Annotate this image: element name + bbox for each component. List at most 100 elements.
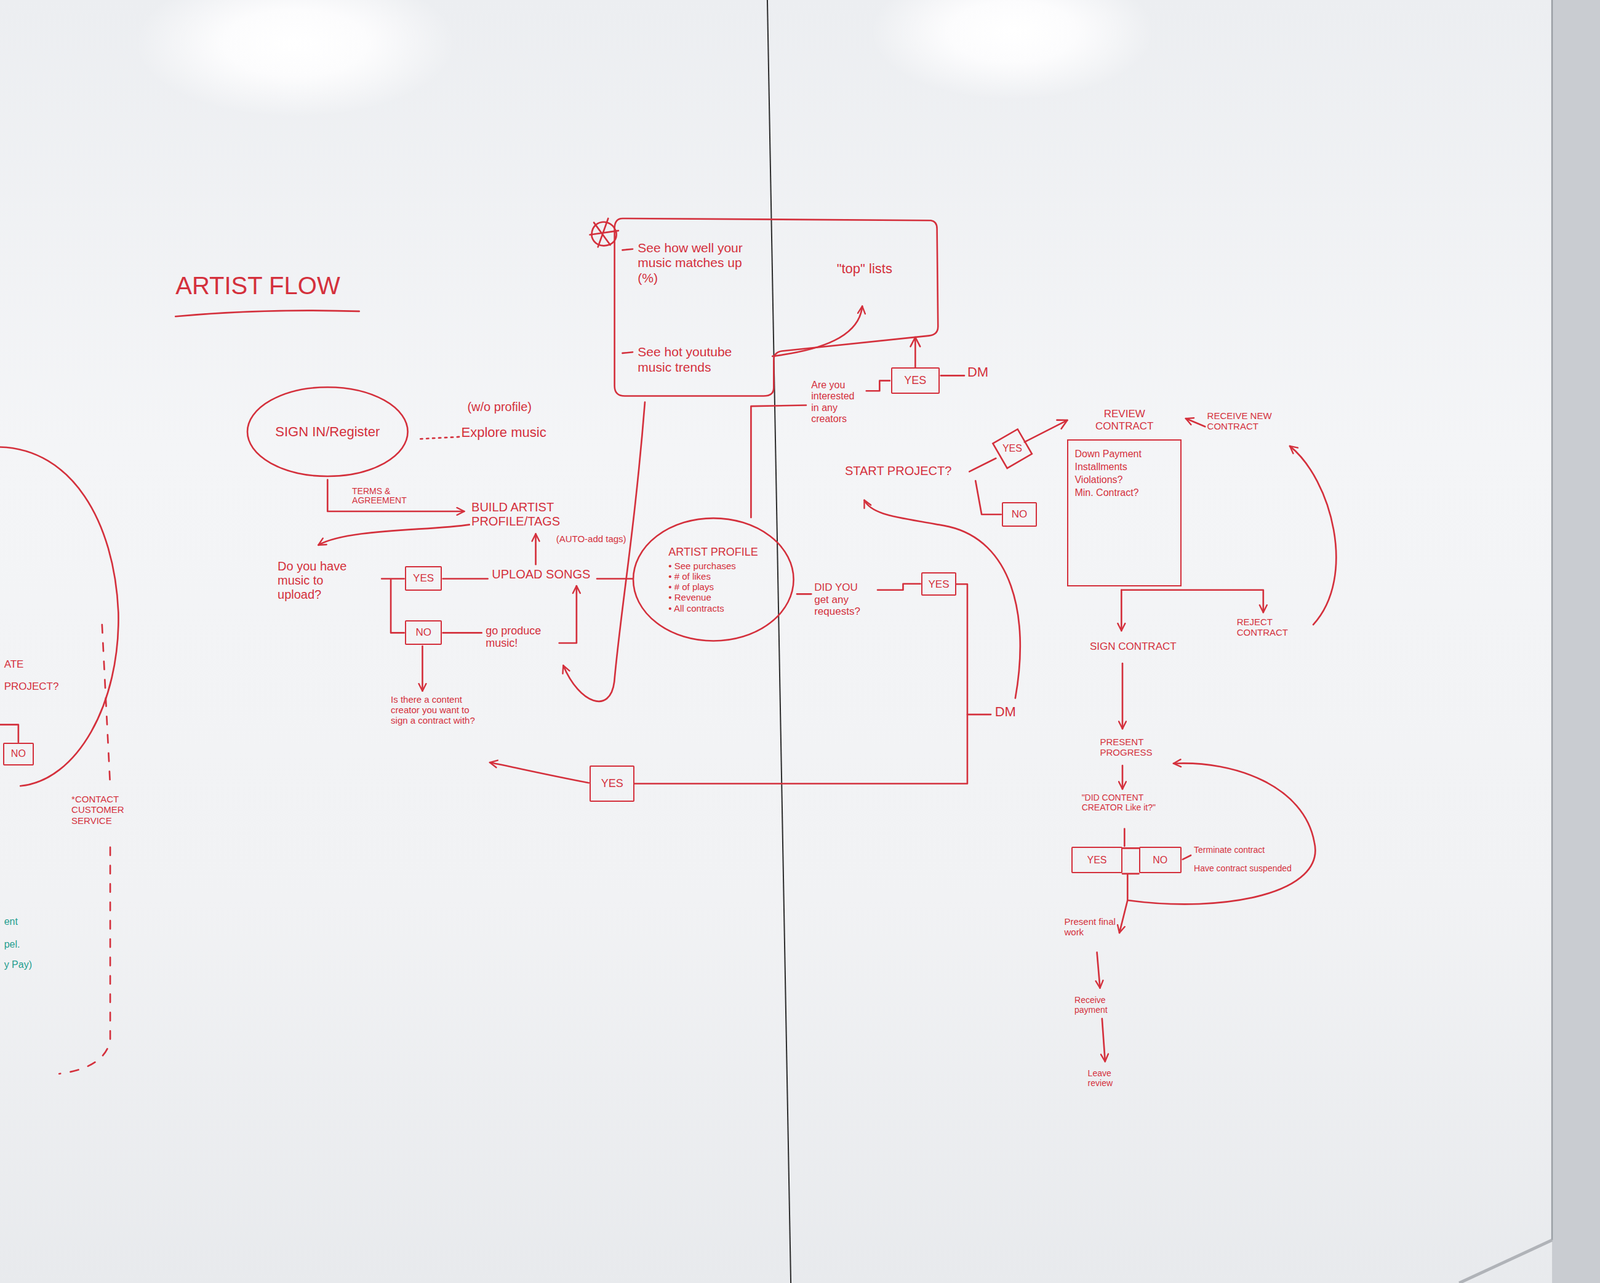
- board-frame: [1551, 0, 1553, 1240]
- flow-label: *CONTACT CUSTOMER SERVICE: [71, 793, 148, 826]
- box-text: Down Payment: [1074, 448, 1175, 461]
- flow-label: (AUTO-add tags): [556, 533, 633, 544]
- flow-label: (w/o profile): [467, 400, 532, 415]
- flow-label: BUILD ARTIST PROFILE/TAGS: [471, 500, 605, 529]
- node-text: YES: [1087, 854, 1108, 866]
- connector-line: [914, 337, 917, 368]
- contract-box: REVIEW CONTRACT Down PaymentInstallmentsV…: [1067, 408, 1182, 587]
- panel-text: See how well your music matches up (%): [637, 240, 759, 285]
- flow-arrow: [489, 762, 589, 783]
- node-text: • All contracts: [668, 603, 758, 614]
- node-content: YES: [928, 578, 949, 591]
- answer-box: YES: [589, 765, 635, 803]
- flow-label: y Pay): [4, 959, 32, 971]
- flow-label: PRESENT PROGRESS: [1100, 736, 1174, 759]
- node-text: • # of plays: [668, 581, 758, 592]
- flow-line: [796, 593, 812, 596]
- flow-label: Are you interested in any creators: [811, 379, 863, 426]
- node-content: ARTIST PROFILE• See purchases• # of like…: [668, 545, 758, 614]
- flow-label: Present final work: [1064, 916, 1117, 938]
- flow-line: [969, 458, 996, 472]
- panel-text: "top" lists: [836, 260, 935, 277]
- flow-line: [443, 632, 482, 634]
- flow-arrow: [318, 524, 469, 546]
- answer-box: NO: [404, 620, 442, 645]
- flow-arrow: [563, 402, 645, 702]
- flow-label: SIGN CONTRACT: [1089, 640, 1177, 653]
- flow-line: [1122, 848, 1140, 874]
- node-content: NO: [1152, 854, 1168, 866]
- start-ellipse: SIGN IN/Register: [244, 385, 411, 478]
- node-text: • See purchases: [668, 560, 758, 572]
- flow-label: ATE: [4, 658, 24, 671]
- node-content: SIGN IN/Register: [275, 424, 380, 440]
- connector-line: [1024, 420, 1068, 443]
- flow-label: Explore music: [460, 424, 546, 440]
- connector-arrowhead: [1056, 420, 1068, 429]
- flow-line: [381, 578, 404, 633]
- ellipse-shape: [247, 387, 408, 477]
- profile-ellipse: ARTIST PROFILE• See purchases• # of like…: [630, 516, 797, 644]
- node-text: • Revenue: [668, 592, 758, 603]
- flow-label: Receive payment: [1074, 995, 1134, 1015]
- node-heading: ARTIST PROFILE: [668, 545, 758, 559]
- board-frame: [1459, 1240, 1552, 1283]
- ellipse-outline: [630, 516, 797, 644]
- node-text: YES: [601, 777, 624, 791]
- dashed-outline: [59, 624, 111, 1074]
- connector: [634, 584, 968, 784]
- flow-label: START PROJECT?: [844, 464, 952, 479]
- flow-arrow: [534, 534, 537, 565]
- ellipse-shape: [633, 518, 794, 641]
- connector-arrowhead: [910, 337, 921, 347]
- connector-line: [634, 584, 968, 784]
- flow-arrow: [559, 585, 577, 644]
- flow-label: go produce music!: [485, 624, 552, 650]
- box-heading: REVIEW CONTRACT: [1086, 408, 1164, 432]
- answer-tilted-box: YES: [992, 428, 1033, 469]
- node-text: • # of likes: [668, 571, 758, 582]
- flow-label: pel.: [4, 939, 21, 951]
- connector: [1024, 420, 1068, 443]
- contract-terms-box: Down PaymentInstallmentsViolations?Min. …: [1067, 439, 1182, 587]
- node-text: NO: [1152, 854, 1168, 866]
- flow-line: [0, 724, 19, 743]
- answer-box: NO: [1001, 502, 1037, 527]
- box-text: Violations?: [1074, 473, 1175, 487]
- flow-line: [1182, 855, 1191, 860]
- flow-label: Is there a content creator you want to s…: [390, 694, 483, 727]
- answer-box: YES: [921, 572, 956, 596]
- flow-line: [975, 480, 1001, 515]
- node-content: YES: [1087, 854, 1108, 866]
- flow-arrow: [1289, 446, 1336, 625]
- title-underline: [175, 310, 359, 317]
- node-content: YES: [412, 572, 434, 585]
- answer-box: YES: [404, 566, 442, 591]
- node-content: NO: [11, 748, 26, 760]
- flow-line: [443, 577, 488, 580]
- node-content: YES: [904, 374, 927, 388]
- box-text: Min. Contract?: [1074, 486, 1175, 500]
- flow-line: [596, 577, 633, 580]
- flow-label: DM: [967, 364, 989, 380]
- flow-arrow: [1121, 590, 1263, 613]
- answer-box: NO: [1139, 846, 1183, 874]
- panel-outline-path: [614, 218, 938, 397]
- node-text: YES: [1002, 443, 1023, 455]
- bullet-dash: [622, 249, 633, 251]
- flow-arrow: [1119, 900, 1128, 933]
- panel-text: See hot youtube music trends: [637, 344, 765, 375]
- node-text: YES: [904, 374, 927, 388]
- flow-arrow: [1121, 765, 1124, 789]
- flow-label: DM: [995, 704, 1016, 720]
- node-text: NO: [415, 626, 432, 639]
- flow-label: REJECT CONTRACT: [1236, 616, 1311, 639]
- flow-arrow: [327, 480, 464, 512]
- flow-line: [1123, 828, 1126, 847]
- node-content: NO: [1011, 508, 1028, 521]
- bullet-dash: [622, 352, 633, 354]
- connector: [910, 337, 921, 368]
- flow-arrow: [1120, 590, 1123, 631]
